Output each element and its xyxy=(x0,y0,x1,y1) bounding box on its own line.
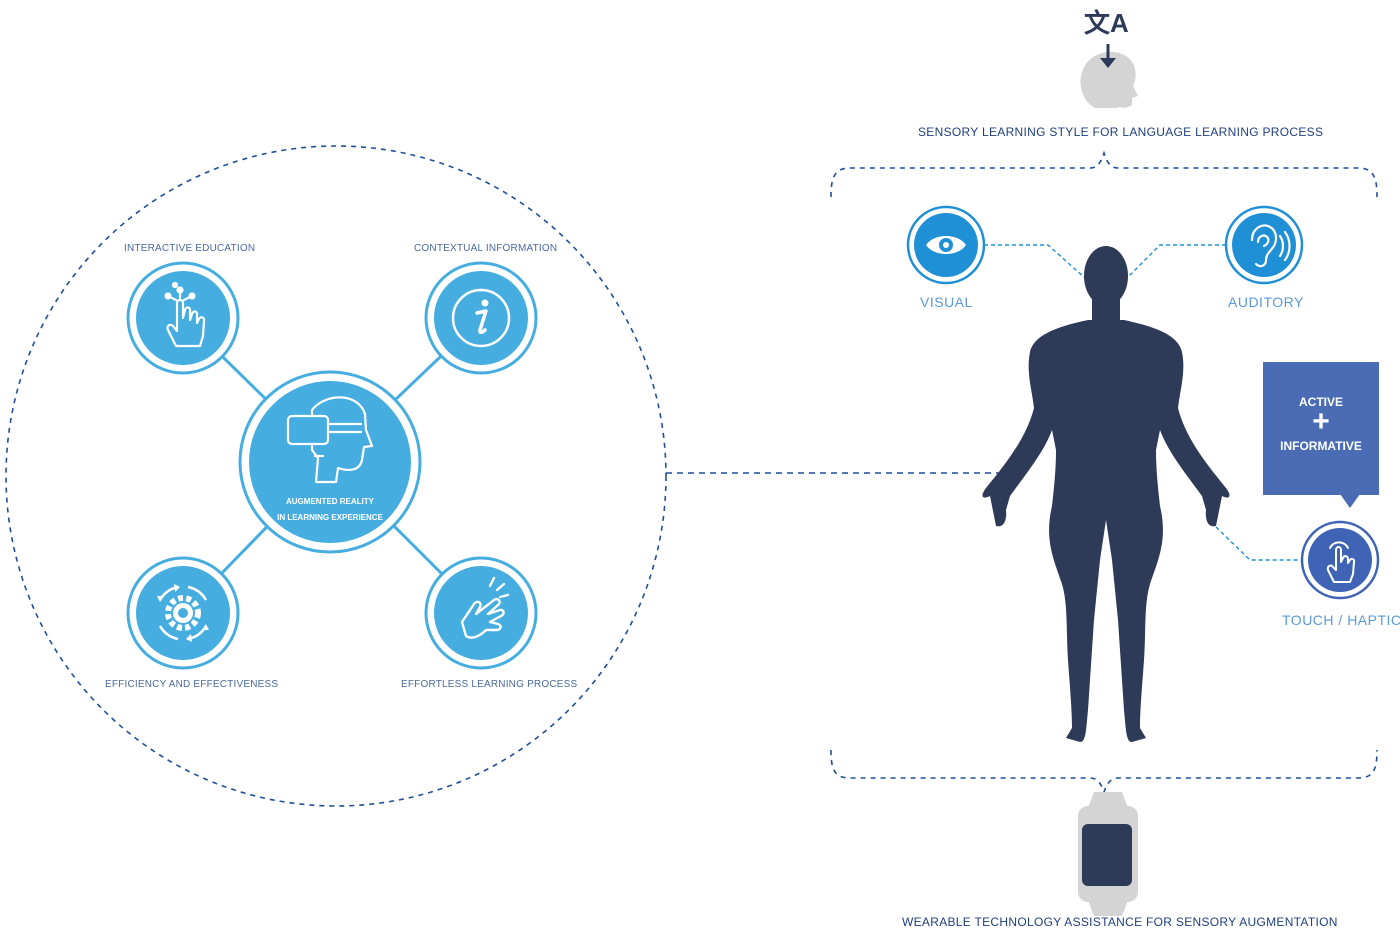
smartwatch-icon xyxy=(1078,792,1138,916)
ar-center-label-line2: IN LEARNING EXPERIENCE xyxy=(250,513,410,522)
sensory-style-title: SENSORY LEARNING STYLE FOR LANGUAGE LEAR… xyxy=(918,125,1323,139)
human-body-silhouette-icon xyxy=(983,246,1230,742)
touch-haptic-label: TOUCH / HAPTIC xyxy=(1282,612,1400,628)
svg-text:文A: 文A xyxy=(1084,8,1129,38)
top-bracket xyxy=(831,153,1377,197)
language-translate-head-icon: 文A xyxy=(1080,8,1138,108)
touch-sense-node xyxy=(1302,522,1378,598)
auditory-label: AUDITORY xyxy=(1228,294,1304,310)
bubble-plus: + xyxy=(1263,405,1379,439)
interactive-education-label: INTERACTIVE EDUCATION xyxy=(124,243,255,254)
contextual-information-node xyxy=(426,263,536,373)
efficiency-node xyxy=(128,558,238,668)
ar-center-node xyxy=(240,372,420,552)
contextual-information-label: CONTEXTUAL INFORMATION xyxy=(414,243,557,254)
wearable-footer-label: WEARABLE TECHNOLOGY ASSISTANCE FOR SENSO… xyxy=(902,915,1338,929)
visual-label: VISUAL xyxy=(920,294,973,310)
effortless-node xyxy=(426,558,536,668)
auditory-sense-node xyxy=(1226,207,1302,283)
efficiency-label: EFFICIENCY AND EFFECTIVENESS xyxy=(105,679,278,690)
bubble-line2: INFORMATIVE xyxy=(1263,439,1379,453)
visual-sense-node xyxy=(908,207,984,283)
bottom-bracket xyxy=(831,750,1377,792)
ar-center-label-line1: AUGMENTED REALITY xyxy=(250,497,410,506)
interactive-education-node xyxy=(128,263,238,373)
effortless-label: EFFORTLESS LEARNING PROCESS xyxy=(401,679,577,690)
